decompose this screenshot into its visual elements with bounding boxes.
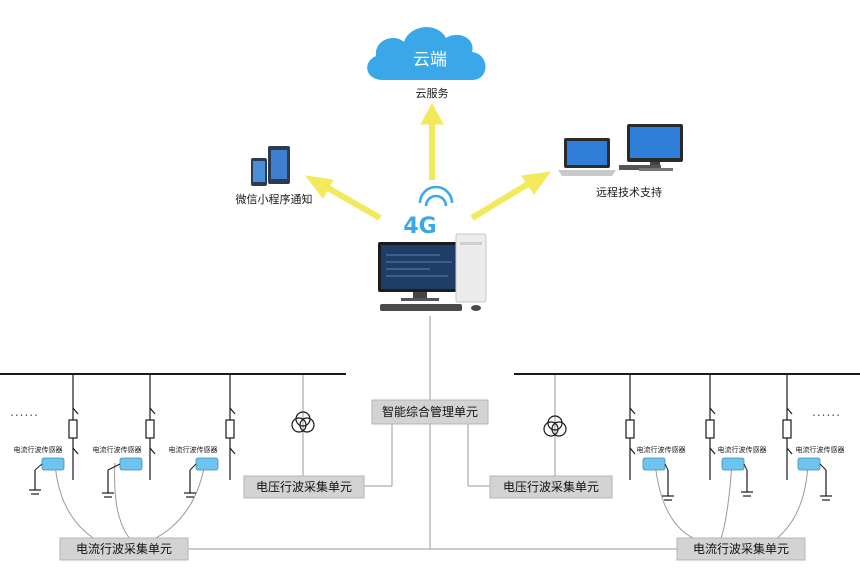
cloud-caption: 云服务 — [416, 87, 449, 100]
sensor-label: 电流行波传感器 — [169, 445, 218, 454]
current-sensor-1: 电流行波传感器 — [14, 445, 65, 471]
sensor-label: 电流行波传感器 — [796, 445, 845, 454]
current-sensor-2: 电流行波传感器 — [93, 445, 143, 471]
right-busbar-section — [514, 373, 860, 501]
current-unit-right-box: 电流行波采集单元 — [676, 537, 806, 561]
sensor-label: 电流行波传感器 — [718, 445, 767, 454]
current-sensor-5: 电流行波传感器 — [718, 445, 767, 471]
wiring — [54, 316, 809, 550]
mobile-devices-icon — [251, 146, 290, 186]
sensor-label: 电流行波传感器 — [637, 445, 686, 454]
voltage-unit-left-box: 电压行波采集单元 — [243, 475, 365, 499]
cloud-title: 云端 — [413, 50, 447, 70]
current-sensors: 电流行波传感器 电流行波传感器 电流行波传感器 电流行波传感器 电流行波传感器 … — [14, 445, 845, 471]
current-unit-right-label: 电流行波采集单元 — [693, 541, 789, 556]
network-badge: 4G — [403, 214, 436, 239]
voltage-unit-left-label: 电压行波采集单元 — [256, 479, 352, 494]
remote-support-label: 远程技术支持 — [596, 185, 662, 199]
upload-arrows — [304, 102, 552, 221]
management-unit-label: 智能综合管理单元 — [382, 404, 478, 419]
current-unit-left-label: 电流行波采集单元 — [76, 541, 172, 556]
wechat-notify-label: 微信小程序通知 — [236, 192, 313, 206]
4g-signal-icon — [418, 185, 454, 207]
current-sensor-6: 电流行波传感器 — [796, 445, 845, 471]
voltage-unit-right-box: 电压行波采集单元 — [489, 475, 613, 499]
sensor-label: 电流行波传感器 — [93, 445, 142, 454]
current-sensor-3: 电流行波传感器 — [169, 445, 219, 471]
management-unit-box: 智能综合管理单元 — [371, 399, 489, 425]
left-busbar-section — [0, 373, 346, 498]
left-ellipsis: ...... — [10, 405, 39, 419]
current-sensor-4: 电流行波传感器 — [637, 445, 686, 471]
sensor-label: 电流行波传感器 — [14, 445, 63, 454]
server-workstation-icon — [378, 233, 487, 311]
voltage-unit-right-label: 电压行波采集单元 — [503, 479, 599, 494]
cloud-icon: 云端 — [367, 27, 486, 80]
right-ellipsis: ...... — [812, 405, 841, 419]
current-unit-left-box: 电流行波采集单元 — [59, 537, 189, 561]
remote-support-computers-icon — [558, 124, 683, 176]
